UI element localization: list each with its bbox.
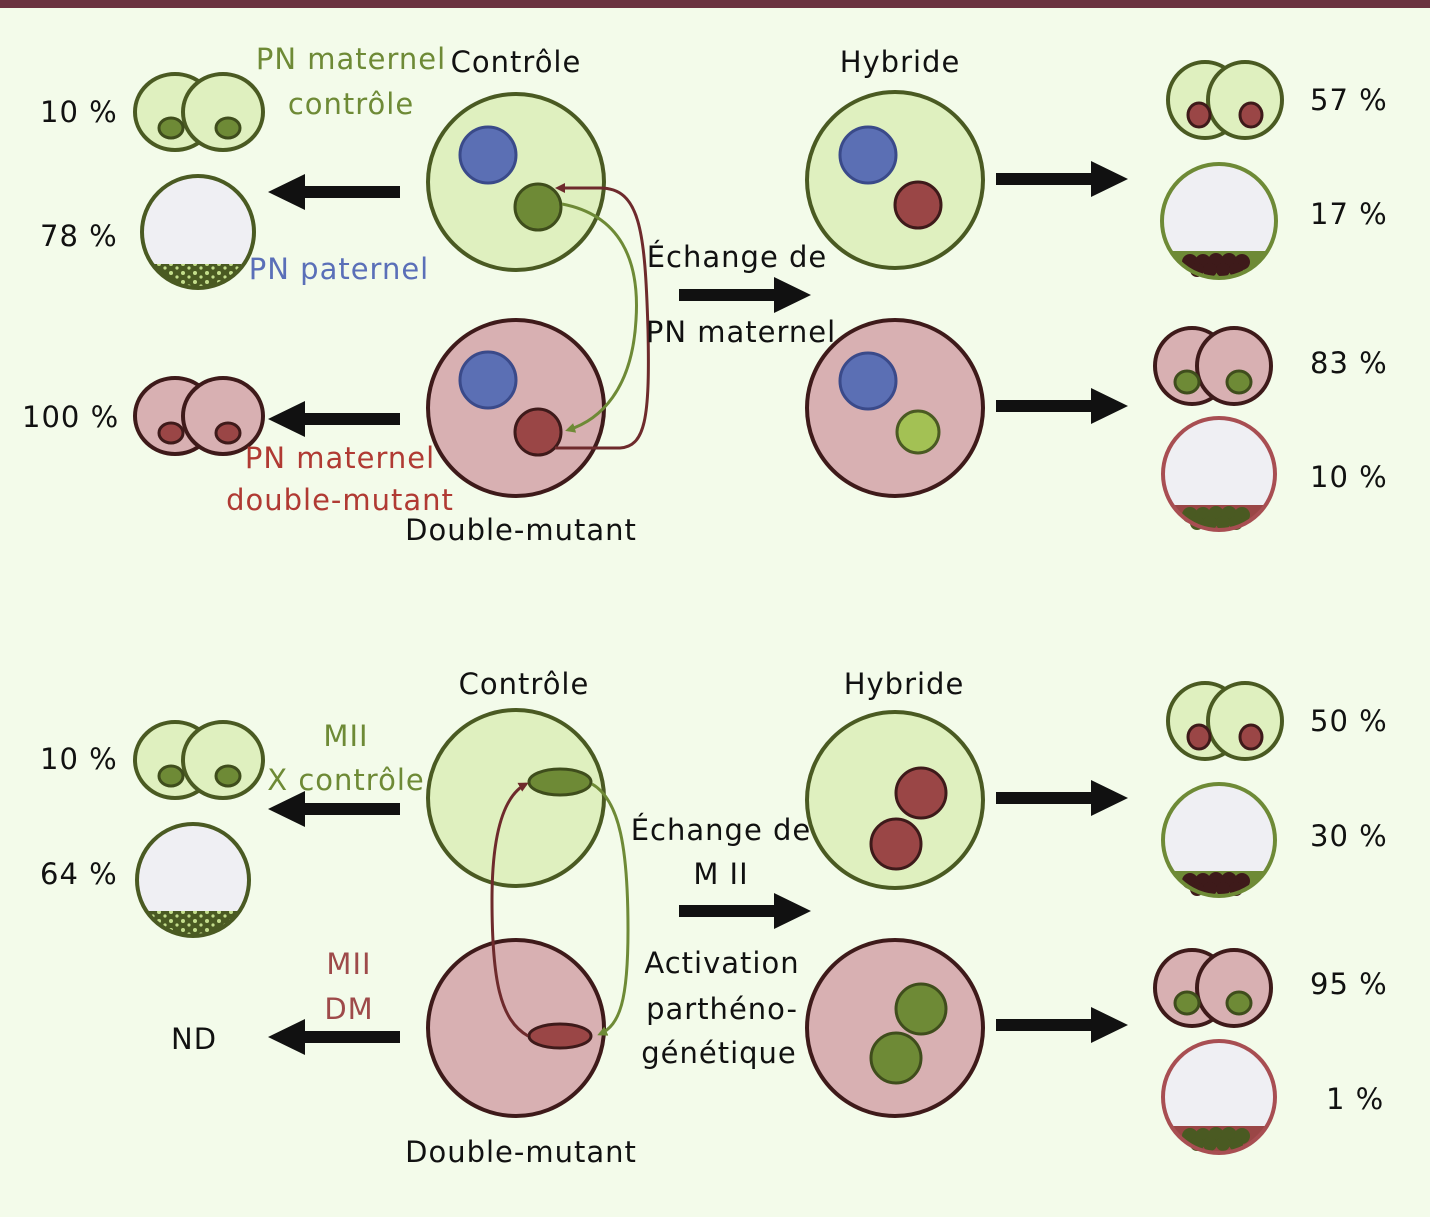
pct-control-two-cell-bottom: 10 % — [40, 742, 118, 776]
mutant-title-top: Double-mutant — [405, 513, 637, 547]
pct-hybrid-mutant-two-cell-top: 83 % — [1310, 346, 1388, 380]
hybrid-title-top: Hybride — [839, 45, 961, 79]
paternal-pronucleus — [838, 351, 898, 411]
label-mii-control-2: X contrôle — [267, 763, 425, 797]
pct-control-two-cell-top: 10 % — [40, 95, 118, 129]
exchange-arrow-green — [561, 202, 638, 433]
arrow-left-mutant-top — [268, 401, 400, 437]
blastocyst-control-bottom — [135, 822, 251, 938]
label-mii-dm-1: MII — [326, 947, 372, 981]
control-oocyte-bottom — [426, 708, 606, 888]
arrow-exchange-bottom — [679, 893, 811, 929]
pct-hybrid-mutant-two-cell-bottom: 95 % — [1310, 967, 1388, 1001]
exchange-label-bottom-2: M II — [693, 857, 749, 891]
pct-control-blastocyst-top: 78 % — [40, 219, 118, 253]
pct-control-blastocyst-bottom: 64 % — [40, 857, 118, 891]
top-border-bar — [0, 0, 1430, 8]
hybrid-control-bottom — [805, 710, 985, 890]
hybrid-mutant-top — [805, 318, 985, 498]
maternal-pronucleus-mutant — [513, 407, 563, 457]
two-cell-embryo-hybrid-control-bottom — [1166, 681, 1284, 761]
control-title-bottom: Contrôle — [458, 667, 590, 701]
label-pn-maternal-mutant-2: double-mutant — [226, 483, 454, 517]
hybrid-control-top — [805, 90, 985, 270]
blastocyst-control — [140, 174, 256, 290]
mutant-title-bottom: Double-mutant — [405, 1135, 637, 1169]
mii-spindle-mutant — [527, 1022, 593, 1050]
exchange-label-top-2: PN maternel — [645, 315, 837, 349]
mutant-zygote-top — [426, 318, 606, 498]
arrow-left-control-bottom — [268, 791, 400, 827]
pct-hybrid-control-two-cell-top: 57 % — [1310, 83, 1388, 117]
blastocyst-hybrid-control — [1160, 162, 1278, 280]
blastocyst-hybrid-control-bottom — [1161, 782, 1277, 898]
paternal-pronucleus — [838, 125, 898, 185]
pct-mutant-two-cell-top: 100 % — [22, 400, 120, 434]
arrow-right-hybrid-control-top — [996, 161, 1128, 197]
mutant-outcome-nd: ND — [171, 1022, 218, 1056]
arrow-exchange-top — [679, 277, 811, 313]
hybrid-mutant-bottom — [805, 938, 985, 1118]
paternal-pronucleus — [458, 350, 518, 410]
label-mii-control-1: MII — [323, 719, 369, 753]
label-mii-dm-2: DM — [324, 992, 374, 1026]
mii-derived-nucleus-control — [894, 982, 948, 1036]
maternal-pronucleus-control — [513, 182, 563, 232]
arrow-left-mutant-bottom — [268, 1019, 400, 1055]
arrow-right-hybrid-mutant-top — [996, 388, 1128, 424]
arrow-right-hybrid-mutant-bottom — [996, 1007, 1128, 1043]
label-pn-paternal: PN paternel — [248, 252, 430, 286]
exchange-label-bottom-1: Échange de — [630, 813, 812, 847]
two-cell-embryo-control — [133, 72, 265, 152]
arrow-right-hybrid-control-bottom — [996, 780, 1128, 816]
exchange-label-top-1: Échange de — [646, 240, 828, 274]
mii-derived-nucleus-mutant — [869, 817, 923, 871]
two-cell-embryo-hybrid-control — [1166, 60, 1284, 140]
exchange-arrow-red — [555, 183, 650, 450]
arrow-left-control-top — [268, 174, 400, 210]
activation-label-3: génétique — [641, 1036, 797, 1070]
hybrid-title-bottom: Hybride — [843, 667, 965, 701]
control-zygote-top — [426, 92, 606, 272]
label-pn-maternal-control-2: contrôle — [287, 87, 415, 121]
mii-derived-nucleus-control — [869, 1031, 923, 1085]
two-cell-embryo-control-bottom — [133, 720, 265, 800]
pct-hybrid-mutant-blastocyst-bottom: 1 % — [1326, 1082, 1385, 1116]
maternal-pronucleus-mutant — [893, 180, 943, 230]
blastocyst-hybrid-mutant — [1161, 416, 1277, 532]
two-cell-embryo-hybrid-mutant-bottom — [1153, 948, 1273, 1028]
activation-label-1: Activation — [644, 946, 800, 980]
paternal-pronucleus — [458, 125, 518, 185]
activation-label-2: parthéno- — [646, 992, 798, 1026]
control-title-top: Contrôle — [450, 45, 582, 79]
mii-spindle-control — [527, 767, 593, 797]
pct-hybrid-control-blastocyst-top: 17 % — [1310, 197, 1388, 231]
exchange-arrow-red-bottom — [490, 782, 529, 1038]
mii-derived-nucleus-mutant — [894, 766, 948, 820]
pct-hybrid-control-two-cell-bottom: 50 % — [1310, 704, 1388, 738]
two-cell-embryo-mutant — [133, 376, 265, 456]
pct-hybrid-control-blastocyst-bottom: 30 % — [1310, 819, 1388, 853]
pct-hybrid-mutant-blastocyst-top: 10 % — [1310, 460, 1388, 494]
label-pn-maternal-mutant-1: PN maternel — [244, 441, 436, 475]
blastocyst-hybrid-mutant-bottom — [1161, 1039, 1277, 1155]
exchange-arrow-green-bottom — [591, 782, 630, 1036]
maternal-pronucleus-control-light — [895, 409, 941, 455]
two-cell-embryo-hybrid-mutant — [1153, 326, 1273, 406]
label-pn-maternal-control-1: PN maternel — [255, 42, 447, 76]
